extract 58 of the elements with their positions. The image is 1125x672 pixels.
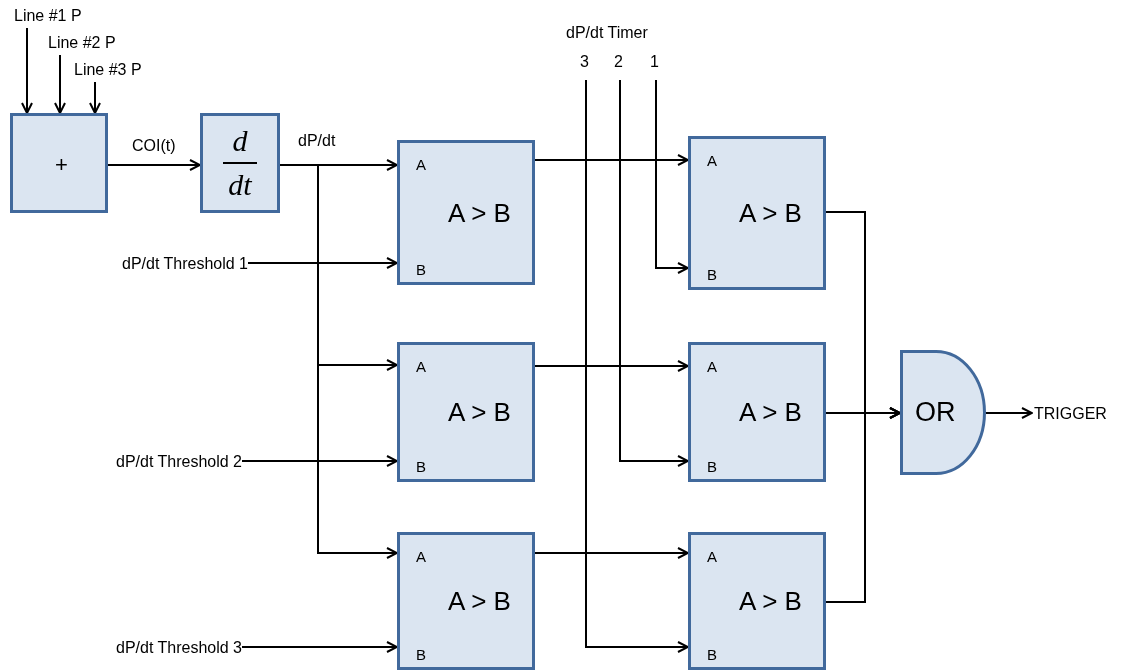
port-label: A [416, 359, 426, 376]
comparator-label: A > B [739, 398, 802, 427]
arrow [54, 54, 66, 114]
comparator-label: A > B [448, 398, 511, 427]
arrow [619, 79, 689, 467]
port-label: B [707, 459, 717, 476]
arrow [241, 455, 398, 467]
denominator: dt [227, 168, 253, 201]
port-label: B [707, 267, 717, 284]
arrow [534, 547, 689, 559]
comparator-block [397, 532, 535, 670]
port-label: A [707, 359, 717, 376]
signal-label: dP/dt Threshold 3 [116, 639, 242, 657]
gate-label: OR [915, 397, 956, 428]
port-label: B [707, 647, 717, 664]
arrow [247, 257, 398, 269]
arrow [21, 27, 33, 114]
signal-label: Line #1 P [14, 7, 82, 25]
signal-label: TRIGGER [1034, 405, 1107, 423]
signal-label: 3 [580, 53, 589, 71]
summing-block [10, 113, 108, 213]
or-gate [900, 350, 986, 475]
arrow [585, 79, 689, 653]
numerator: d [231, 124, 249, 157]
comparator-block [688, 342, 826, 482]
arrow [89, 81, 101, 114]
comparator-label: A > B [448, 587, 511, 616]
port-label: B [416, 647, 426, 664]
edge-label: COI(t) [130, 137, 178, 155]
signal-label: 1 [650, 53, 659, 71]
signal-label: Line #2 P [48, 34, 116, 52]
signal-label: Line #3 P [74, 61, 142, 79]
arrow [107, 159, 201, 171]
operator-symbol: + [55, 153, 68, 178]
arrow [534, 360, 689, 372]
arrow [985, 407, 1033, 419]
signal-label: 2 [614, 53, 623, 71]
port-label: B [416, 459, 426, 476]
port-label: A [707, 153, 717, 170]
arrow [825, 407, 901, 603]
arrow [241, 641, 398, 653]
arrow [534, 154, 689, 166]
signal-label: dP/dt Threshold 2 [116, 453, 242, 471]
comparator-label: A > B [739, 587, 802, 616]
comparator-label: A > B [448, 198, 511, 228]
comparator-block [688, 532, 826, 670]
comparator-block [397, 140, 535, 285]
comparator-block [688, 136, 826, 290]
port-label: A [416, 549, 426, 566]
derivative-block [200, 113, 280, 213]
arrow [655, 79, 689, 274]
port-label: A [707, 549, 717, 566]
port-label: A [416, 157, 426, 174]
comparator-block [397, 342, 535, 482]
signal-label: dP/dt Timer [566, 24, 648, 42]
signal-label: dP/dt Threshold 1 [122, 255, 248, 273]
port-label: B [416, 262, 426, 279]
comparator-label: A > B [739, 199, 802, 228]
